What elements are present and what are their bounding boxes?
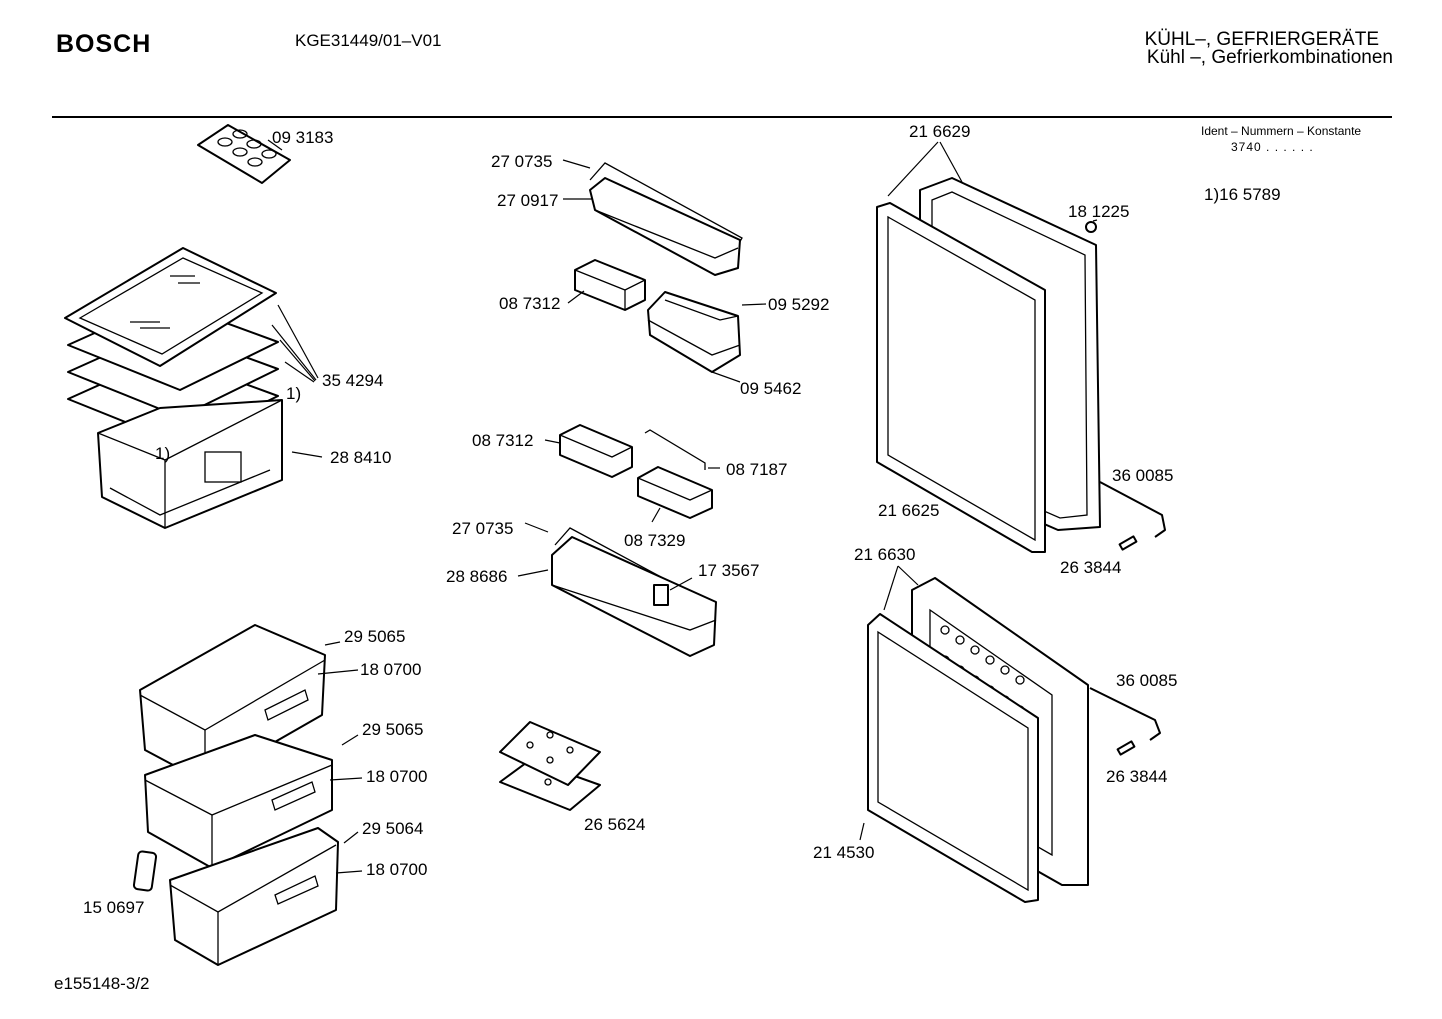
part-label-bottle-rail-bottom: 27 0735: [452, 519, 513, 538]
part-label-wire-holder: 08 7187: [726, 460, 787, 479]
part-label-door-shelf-bottom: 28 8686: [446, 567, 507, 586]
part-label-lower-hinge-pin: 26 3844: [1106, 767, 1167, 786]
part-labels: 09 3183 35 4294 1) 1) 28 8410 27 0735 27…: [83, 122, 1177, 917]
part-label-glass-shelves: 35 4294: [322, 371, 383, 390]
part-label-bottle-rail-top: 27 0735: [491, 152, 552, 171]
part-label-lower-door: 21 6630: [854, 545, 915, 564]
part-label-crisper-bin: 28 8410: [330, 448, 391, 467]
part-label-upper-hinge: 36 0085: [1112, 466, 1173, 485]
door-shelf-top: [589, 162, 743, 276]
lower-hinge: [1089, 687, 1161, 741]
handle-clip: [132, 850, 158, 892]
door-plug: [1085, 221, 1097, 233]
part-label-butter-box: 09 5462: [740, 379, 801, 398]
part-label-small-box-1: 08 7312: [499, 294, 560, 313]
header-divider: [52, 116, 1392, 118]
part-label-butter-lid: 09 5292: [768, 295, 829, 314]
part-label-handle-clip: 15 0697: [83, 898, 144, 917]
small-box-middle: [559, 424, 633, 478]
ident-value: 3740 . . . . . .: [1231, 140, 1314, 154]
part-label-door-plug: 18 1225: [1068, 202, 1129, 221]
lower-hinge-pin: [1116, 740, 1136, 756]
wire-holder: [644, 429, 706, 470]
brand-logo: BOSCH: [56, 30, 152, 58]
drawer-1: [139, 624, 326, 783]
part-label-drawer-2-front: 18 0700: [366, 767, 427, 786]
part-label-drawer-1-body: 29 5065: [344, 627, 405, 646]
part-label-shelf-ref-b: 1): [155, 444, 170, 463]
part-label-small-box-2: 08 7312: [472, 431, 533, 450]
model-number: KGE31449/01–V01: [295, 31, 442, 50]
part-label-drawer-3-front: 18 0700: [366, 860, 427, 879]
drawing-id: e155148-3/2: [54, 974, 150, 993]
lower-gasket: [867, 613, 1039, 903]
ident-label: Ident – Nummern – Konstante: [1201, 124, 1362, 138]
part-label-bottle-holder: 17 3567: [698, 561, 759, 580]
part-label-shelf-ref-a: 1): [286, 384, 301, 403]
upper-hinge: [1099, 481, 1166, 538]
part-label-small-box-3: 08 7329: [624, 531, 685, 550]
part-label-drawer-1-front: 18 0700: [360, 660, 421, 679]
door-shelf-bottom: [551, 527, 717, 657]
part-label-egg-tray: 09 3183: [272, 128, 333, 147]
crisper-bin: [97, 399, 283, 529]
glass-shelves: [64, 247, 279, 445]
part-label-upper-hinge-pin: 26 3844: [1060, 558, 1121, 577]
drawer-3: [169, 827, 339, 966]
part-label-lower-hinge: 36 0085: [1116, 671, 1177, 690]
part-label-drawer-3-body: 29 5064: [362, 819, 423, 838]
upper-hinge-pin: [1118, 535, 1138, 551]
part-label-drawer-2-body: 29 5065: [362, 720, 423, 739]
part-label-lower-gasket: 21 4530: [813, 843, 874, 862]
part-label-upper-gasket: 21 6625: [878, 501, 939, 520]
upper-gasket: [876, 202, 1046, 553]
butter-box: [647, 291, 741, 373]
egg-tray: [197, 124, 291, 184]
drawer-2: [144, 734, 333, 869]
small-box-lower: [637, 466, 713, 519]
part-label-ice-packs: 26 5624: [584, 815, 645, 834]
footnote-part: 1)16 5789: [1204, 185, 1281, 204]
category-title: KÜHL–, GEFRIERGERÄTE: [1144, 29, 1379, 50]
part-label-upper-door: 21 6629: [909, 122, 970, 141]
part-label-door-shelf-top: 27 0917: [497, 191, 558, 210]
category-subtitle: Kühl –, Gefrierkombinationen: [1146, 47, 1393, 68]
ice-packs: [499, 721, 601, 811]
leader-lines: [267, 139, 1098, 874]
small-box-upper: [574, 259, 646, 311]
